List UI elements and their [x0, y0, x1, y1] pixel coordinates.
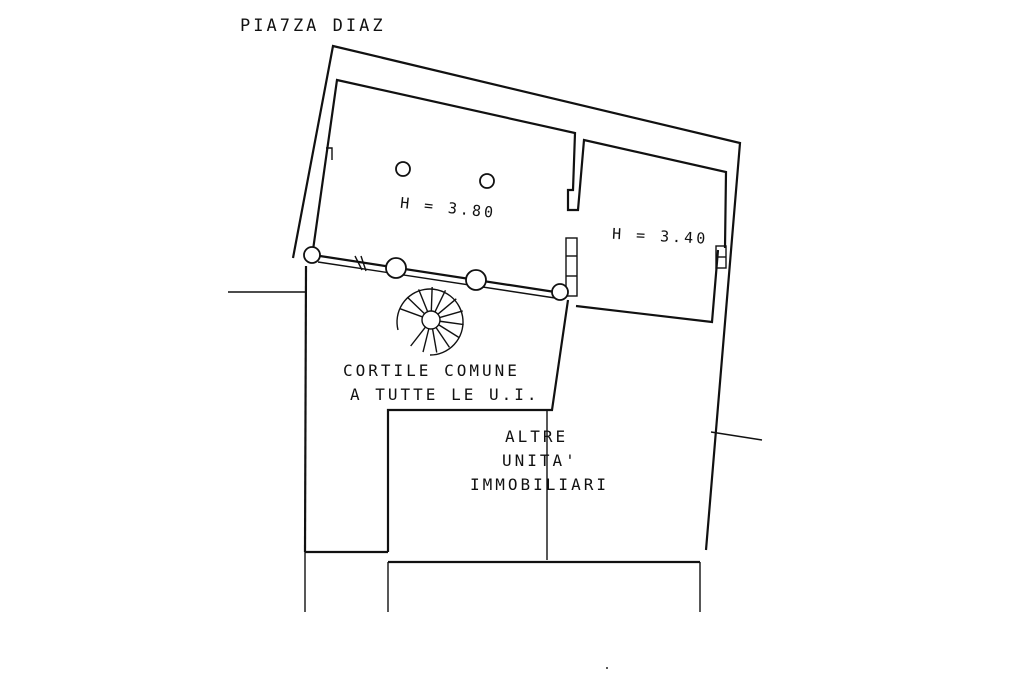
pillars [303, 161, 569, 301]
stair-tread [438, 324, 460, 339]
pillar-circle [479, 173, 495, 189]
room-right [565, 237, 727, 324]
stair-tread [434, 290, 447, 313]
spiral-staircase [396, 286, 464, 356]
pillar-circle [303, 246, 321, 264]
stair-tread [431, 328, 438, 353]
stair-tread [430, 286, 433, 312]
pillar-circle [395, 161, 411, 177]
building-outline [291, 44, 742, 612]
stair-tread [439, 320, 464, 326]
stair-tread [410, 326, 427, 347]
street-label: PIA7ZA DIAZ [240, 16, 386, 36]
stair-tread [439, 310, 463, 319]
height-label-room-left: H = 3.80 [399, 194, 497, 222]
height-label-room-right: H = 3.40 [612, 225, 709, 248]
reference-lines [228, 291, 763, 669]
pillar-circle [465, 269, 487, 291]
courtyard-label-line1: CORTILE COMUNE [343, 361, 520, 380]
pillar-circle [551, 283, 569, 301]
room-left [311, 78, 728, 299]
pillar-circle [385, 257, 407, 279]
other-units-label-line2: UNITA' [502, 451, 578, 470]
courtyard-label-line2: A TUTTE LE U.I. [350, 385, 540, 404]
other-units-label-line3: IMMOBILIARI [470, 475, 609, 494]
stair-tread [406, 296, 426, 315]
stair-tread [435, 327, 451, 348]
stair-tread [417, 289, 429, 312]
stair-tread [437, 298, 457, 315]
stair-tread [399, 308, 423, 318]
other-units-label-line1: ALTRE [505, 427, 568, 446]
stair-tread [422, 328, 430, 353]
